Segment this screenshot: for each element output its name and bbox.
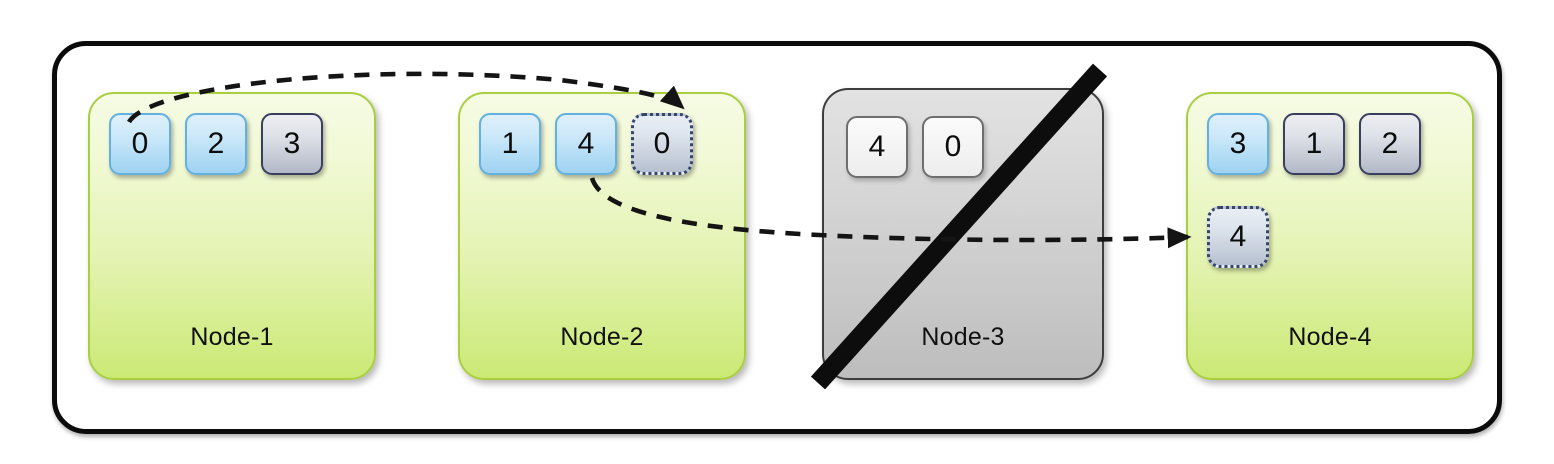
tile-node-2-0-2-incoming[interactable]: 0 [631,113,693,175]
tile-node-1-0-2[interactable]: 3 [261,113,323,175]
tile-row-node-2-0: 1 4 0 [479,113,693,175]
cluster-frame [52,41,1502,434]
tile-node-4-0-1[interactable]: 1 [1283,113,1345,175]
node-label-node-4: Node-4 [1288,323,1372,351]
tile-node-3-0-1[interactable]: 0 [922,116,984,178]
tile-node-4-0-2[interactable]: 2 [1359,113,1421,175]
tile-row-node-4-1: 4 [1207,206,1269,268]
node-panel-node-4[interactable]: 3 1 2 4 Node-4 [1186,92,1474,380]
node-label-node-1: Node-1 [190,323,274,351]
tile-node-1-0-1[interactable]: 2 [185,113,247,175]
node-label-node-3: Node-3 [921,323,1005,351]
tile-row-node-1-0: 0 2 3 [109,113,323,175]
tile-node-1-0-0[interactable]: 0 [109,113,171,175]
tile-node-4-1-0-incoming[interactable]: 4 [1207,206,1269,268]
tile-row-node-3-0: 4 0 [846,116,984,178]
tile-row-node-4-0: 3 1 2 [1207,113,1421,175]
node-label-node-2: Node-2 [560,323,644,351]
node-panel-node-2[interactable]: 1 4 0 Node-2 [458,92,746,380]
node-panel-node-3[interactable]: 4 0 Node-3 [822,88,1104,380]
tile-node-3-0-0[interactable]: 4 [846,116,908,178]
tile-node-2-0-0[interactable]: 1 [479,113,541,175]
tile-node-2-0-1[interactable]: 4 [555,113,617,175]
node-panel-node-1[interactable]: 0 2 3 Node-1 [88,92,376,380]
tile-node-4-0-0[interactable]: 3 [1207,113,1269,175]
